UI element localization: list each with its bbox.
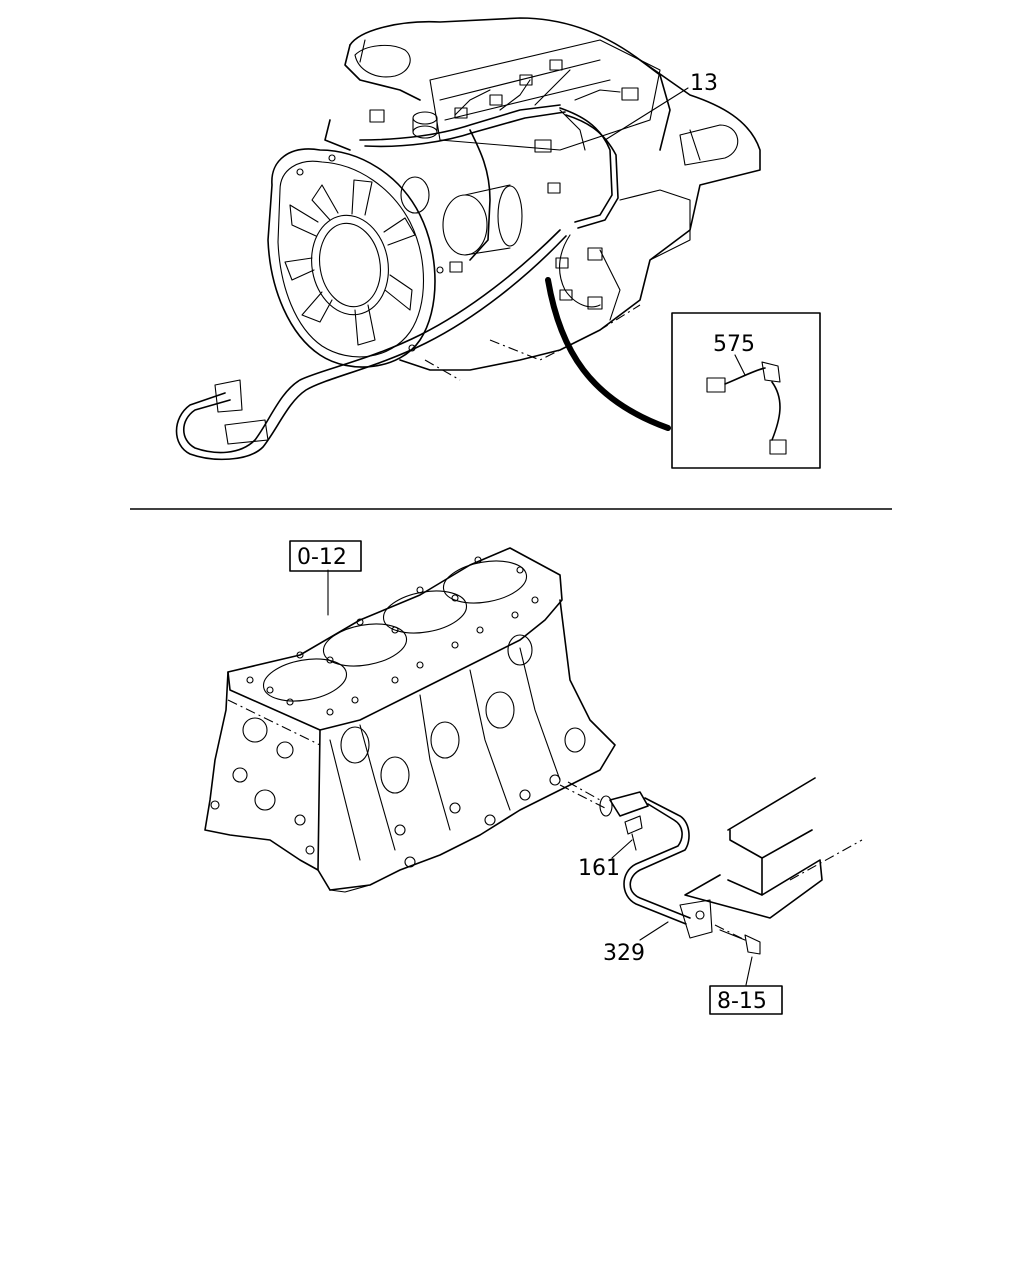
cylinder-block-drawing [204, 547, 616, 893]
sensor-329-drawing [567, 781, 761, 986]
detail-arrow-curve [545, 277, 671, 431]
callout-8-15: 8-15 [717, 989, 767, 1014]
callout-161: 161 [578, 856, 620, 881]
callout-0-12-box [289, 540, 362, 572]
detail-box-575 [671, 312, 821, 469]
bolt-161-icon [624, 815, 643, 835]
callout-575: 575 [713, 332, 755, 357]
frame-rail-drawing [684, 777, 863, 919]
callout-8-15-box [709, 985, 783, 1015]
flywheel-housing-drawing [267, 148, 444, 368]
callout-13: 13 [690, 71, 718, 96]
connector-575-bottom [769, 439, 787, 455]
bolt-8-15-icon [744, 934, 761, 955]
callout-329: 329 [603, 941, 645, 966]
wiring-harness-13 [175, 59, 689, 461]
connector-575-left [706, 377, 726, 393]
engine-assembly-drawing [324, 17, 761, 381]
callout-0-12: 0-12 [297, 545, 347, 570]
